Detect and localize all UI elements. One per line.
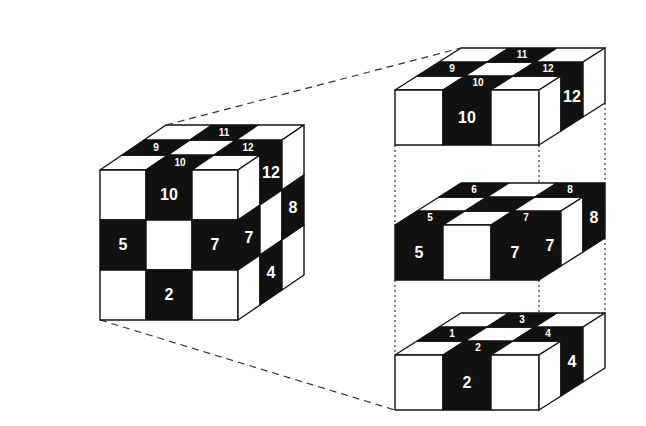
callout-number: 7 <box>211 237 220 253</box>
black-cell <box>491 225 539 280</box>
white-cell <box>539 341 561 410</box>
callout-number: 6 <box>471 185 477 195</box>
dotted-guide-line <box>604 238 605 313</box>
callout-number: 7 <box>511 245 520 261</box>
white-cell <box>192 270 238 320</box>
callout-number: 10 <box>458 110 476 126</box>
callout-number: 7 <box>523 213 529 223</box>
callout-number: 7 <box>546 238 555 254</box>
callout-number: 11 <box>219 128 230 138</box>
callout-number: 2 <box>463 375 472 391</box>
callout-number: 1 <box>449 329 455 339</box>
white-cell <box>282 225 304 290</box>
black-cell <box>146 170 192 220</box>
callout-number: 12 <box>563 89 581 105</box>
callout-number: 11 <box>517 50 528 60</box>
callout-number: 8 <box>567 185 573 195</box>
callout-number: 9 <box>153 143 159 153</box>
black-cell <box>146 270 192 320</box>
white-cell <box>539 76 561 145</box>
white-cell <box>192 170 238 220</box>
callout-number: 2 <box>475 343 481 353</box>
callout-number: 4 <box>267 265 276 281</box>
callout-number: 12 <box>242 143 253 153</box>
white-cell <box>583 313 605 382</box>
white-cell <box>100 170 146 220</box>
black-cell <box>395 225 443 280</box>
black-cell <box>583 183 605 252</box>
white-cell <box>583 48 605 117</box>
black-cell <box>561 62 583 131</box>
guide-lines <box>100 48 605 410</box>
black-cell <box>561 327 583 396</box>
white-cell <box>561 197 583 266</box>
callout-number: 2 <box>165 287 174 303</box>
white-cell <box>395 90 443 145</box>
callout-number: 10 <box>174 158 185 168</box>
callout-number: 4 <box>545 329 551 339</box>
white-cell <box>146 220 192 270</box>
black-cell <box>260 240 282 305</box>
callout-number: 5 <box>427 213 433 223</box>
white-cell <box>100 270 146 320</box>
callout-number: 5 <box>415 245 424 261</box>
dotted-guide-line <box>604 103 605 183</box>
black-cell <box>443 90 491 145</box>
black-cell <box>192 220 238 270</box>
callout-number: 7 <box>245 230 254 246</box>
dashed-projection-line <box>100 320 395 410</box>
dotted-guide-line <box>394 280 395 355</box>
white-cell <box>238 255 260 320</box>
callout-number: 8 <box>289 200 298 216</box>
white-cell <box>491 90 539 145</box>
white-cell <box>443 225 491 280</box>
callout-number: 10 <box>160 187 178 203</box>
callout-number: 10 <box>472 78 483 88</box>
callout-number: 12 <box>542 64 553 74</box>
black-cell <box>539 211 561 280</box>
callout-number: 9 <box>449 64 455 74</box>
callout-number: 12 <box>262 165 280 181</box>
callout-number: 5 <box>119 237 128 253</box>
black-cell <box>100 220 146 270</box>
white-cell <box>491 355 539 410</box>
white-cell <box>395 355 443 410</box>
black-cell <box>443 355 491 410</box>
dotted-guide-line <box>394 145 395 225</box>
callout-number: 8 <box>590 210 599 226</box>
callout-number: 4 <box>568 354 577 370</box>
callout-number: 3 <box>519 315 525 325</box>
cube-cells <box>100 48 605 410</box>
